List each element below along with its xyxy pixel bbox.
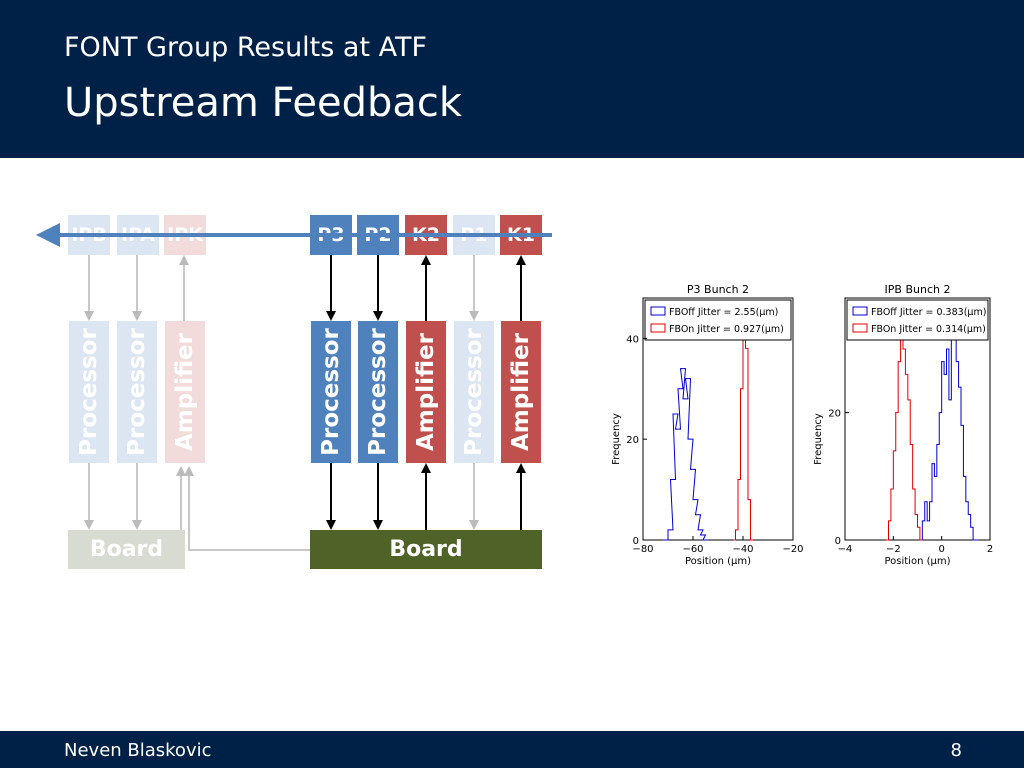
- series-1-line: [886, 322, 923, 541]
- y-tick-label: 40: [626, 334, 639, 345]
- x-axis-label: Position (μm): [685, 556, 751, 567]
- legend-label-1: FBOn Jitter = 0.314(μm): [871, 324, 986, 335]
- x-axis-label: Position (μm): [884, 556, 950, 567]
- x-tick-label: −80: [632, 544, 653, 555]
- plot-frame: [642, 297, 794, 541]
- x-tick-label: −4: [838, 544, 853, 555]
- processor-ipb: Processor: [69, 321, 109, 463]
- x-tick-label: −40: [732, 544, 753, 555]
- series-0-line: [919, 322, 978, 541]
- legend: FBOff Jitter = 0.383(μm) FBOn Jitter = 0.…: [846, 299, 989, 341]
- processor-p3: Processor: [311, 321, 351, 463]
- x-tick-label: 2: [987, 544, 993, 555]
- processor-p1: Processor: [454, 321, 494, 463]
- y-tick-label: 0: [633, 536, 639, 547]
- series-0-line: [663, 368, 708, 541]
- y-tick-label: 0: [835, 536, 841, 547]
- series-1-line: [733, 312, 753, 541]
- amplifier-k1: Amplifier: [501, 321, 541, 463]
- legend-swatch-0: [650, 306, 666, 316]
- legend-swatch-1: [650, 323, 666, 333]
- legend-swatch-1: [852, 323, 868, 333]
- x-tick-label: −2: [886, 544, 901, 555]
- legend: FBOff Jitter = 2.55(μm) FBOn Jitter = 0.9…: [644, 299, 792, 341]
- chart-title: P3 Bunch 2: [687, 283, 749, 296]
- x-tick-label: −20: [782, 544, 803, 555]
- amplifier-ipk: Amplifier: [165, 321, 205, 463]
- chart-0: P3 Bunch 2 FBOff Jitter = 2.55(μm) FBOn Ji…: [611, 283, 804, 567]
- footer-author: Neven Blaskovic: [64, 740, 212, 761]
- legend-label-0: FBOff Jitter = 2.55(μm): [669, 307, 778, 318]
- slide-title: Upstream Feedback: [64, 80, 463, 126]
- board-faded: Board: [68, 530, 185, 569]
- board-active: Board: [310, 530, 542, 569]
- beam-line: [36, 223, 552, 247]
- y-tick-label: 20: [626, 435, 639, 446]
- amplifier-k2: Amplifier: [406, 321, 446, 463]
- y-tick-label: 20: [828, 409, 841, 420]
- y-axis-label: Frequency: [813, 413, 824, 465]
- processor-ipa: Processor: [117, 321, 157, 463]
- legend-swatch-0: [852, 306, 868, 316]
- processor-p2: Processor: [358, 321, 398, 463]
- chart-1: IPB Bunch 2 FBOff Jitter = 0.383(μm) FBOn …: [813, 283, 993, 567]
- footer-bar: Neven Blaskovic 8: [0, 731, 1024, 768]
- slide-subtitle: FONT Group Results at ATF: [64, 32, 428, 63]
- chart-title: IPB Bunch 2: [885, 283, 951, 296]
- plot-frame: [844, 297, 991, 541]
- x-tick-label: 0: [938, 544, 944, 555]
- x-tick-label: −60: [682, 544, 703, 555]
- histogram-charts: P3 Bunch 2 FBOff Jitter = 2.55(μm) FBOn Ji…: [611, 283, 993, 567]
- y-axis-label: Frequency: [611, 413, 622, 465]
- legend-label-0: FBOff Jitter = 0.383(μm): [871, 307, 986, 318]
- legend-label-1: FBOn Jitter = 0.927(μm): [669, 324, 784, 335]
- arrow-board-ipk: [184, 466, 310, 551]
- title-bar: FONT Group Results at ATF Upstream Feedb…: [0, 0, 1024, 158]
- page-number: 8: [950, 740, 962, 761]
- diagram-connectors: [84, 255, 526, 551]
